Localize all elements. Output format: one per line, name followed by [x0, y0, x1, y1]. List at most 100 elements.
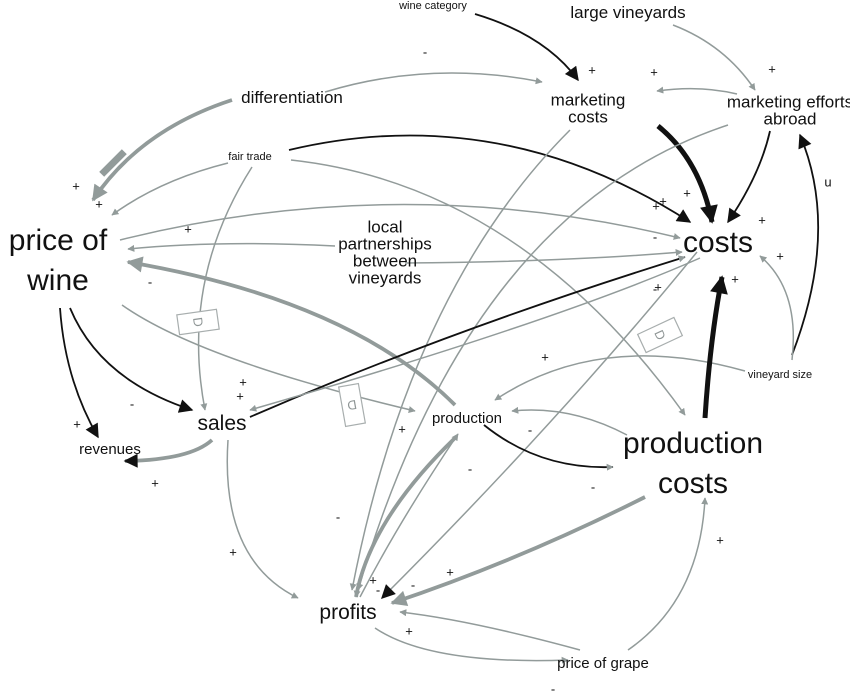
delay-box: [636, 316, 684, 354]
link-production-costs-to-costs: [390, 495, 646, 606]
delay-box: [176, 308, 220, 336]
node-profits: profits: [319, 601, 376, 624]
link-marketing-efforts-abroad-to-profits: [356, 124, 729, 591]
polarity-layer: +++-+++-++-+-u++++---+++++++--++---++: [72, 44, 831, 696]
polarity-label: +: [768, 61, 776, 76]
polarity-label: -: [336, 509, 340, 524]
delay-symbol: D: [346, 397, 358, 413]
polarity-label: +: [716, 532, 724, 547]
node-label-line: profits: [319, 601, 376, 624]
node-label-line: local: [368, 218, 403, 237]
link-local-partnerships-to-price-of-wine: [127, 242, 336, 252]
node-label-line: vineyard size: [748, 369, 812, 381]
polarity-label: -: [653, 229, 657, 244]
polarity-label: +: [229, 544, 237, 559]
node-label-line: sales: [197, 412, 246, 435]
link-profits-to-production: [374, 627, 569, 664]
delay-marker: D: [636, 316, 684, 354]
polarity-label: +: [405, 623, 413, 638]
links-layer: [59, 13, 820, 664]
node-label-line: vineyards: [349, 269, 422, 288]
link-vineyard-size-to-marketing-efforts-abroad: [791, 133, 820, 356]
link-sales-to-costs: [226, 439, 299, 599]
delay-marker: D: [176, 308, 220, 336]
node-label-line: costs: [568, 108, 608, 127]
node-label-line: price of grape: [557, 655, 649, 672]
polarity-label: +: [541, 349, 549, 364]
link-production-costs-to-production: [702, 275, 728, 419]
node-differentiation: differentiation: [241, 88, 343, 107]
link-production-costs-to-profits: [353, 436, 457, 598]
link-marketing-efforts-abroad-to-costs: [727, 130, 771, 224]
polarity-label: +: [369, 572, 377, 587]
node-wine-category: wine category: [398, 0, 467, 12]
node-label-line: revenues: [79, 441, 141, 458]
polarity-label: +: [776, 248, 784, 263]
delay-bar-mark: [99, 149, 127, 177]
delay-marks-layer: D D D: [99, 149, 684, 428]
link-differentiation-to-price-of-wine: [91, 98, 233, 202]
link-price-of-wine-to-production: [121, 304, 416, 413]
link-costs-to-profits: [483, 424, 614, 471]
link-fair-trade-to-sales: [197, 166, 253, 411]
delay-box: [337, 382, 367, 428]
polarity-label: +: [659, 193, 667, 208]
polarity-label: -: [468, 461, 472, 476]
node-label-line: fair trade: [228, 151, 271, 163]
node-production: production: [432, 410, 502, 427]
node-revenues: revenues: [79, 441, 141, 458]
node-label-line: abroad: [764, 110, 817, 129]
node-costs: costs: [683, 226, 753, 259]
node-label-line: partnerships: [338, 235, 432, 254]
node-label-line: production: [623, 427, 763, 460]
polarity-label: +: [95, 196, 103, 211]
node-label-line: wine category: [398, 0, 467, 12]
polarity-label: +: [731, 271, 739, 286]
node-label-line: wine: [26, 264, 89, 297]
link-production-to-price-of-wine: [126, 256, 457, 407]
polarity-label: +: [73, 416, 81, 431]
node-large-vineyards: large vineyards: [570, 3, 685, 22]
link-price-of-wine-to-costs: [119, 203, 681, 241]
link-local-partnerships-to-costs: [404, 249, 683, 264]
node-label-line: costs: [683, 226, 753, 259]
node-label-line: between: [353, 252, 417, 271]
node-label-line: large vineyards: [570, 3, 685, 22]
delay-marker: D: [337, 382, 367, 428]
polarity-label: +: [588, 62, 596, 77]
polarity-label: -: [528, 422, 532, 437]
link-profits-to-price-of-grape: [627, 497, 709, 651]
polarity-label: -: [591, 479, 595, 494]
link-wine-category-to-marketing-costs: [474, 13, 579, 82]
node-label-line: marketing: [551, 91, 626, 110]
polarity-label: +: [151, 475, 159, 490]
link-marketing-costs-to-costs: [656, 124, 718, 224]
polarity-label: -: [148, 274, 152, 289]
node-label-line: costs: [658, 467, 728, 500]
link-production-to-profits: [359, 433, 459, 598]
link-sales-to-profits: [249, 257, 701, 412]
node-label-line: price of: [9, 224, 108, 257]
link-large-vineyards-to-marketing-efforts-abroad: [672, 24, 756, 91]
polarity-label: +: [446, 564, 454, 579]
link-fair-trade-to-costs: [288, 134, 692, 223]
polarity-label: -: [423, 44, 427, 59]
polarity-label: +: [650, 64, 658, 79]
polarity-label: +: [683, 185, 691, 200]
polarity-label: +: [236, 388, 244, 403]
polarity-label: +: [239, 374, 247, 389]
nodes-layer: wine category large vineyards differentiat…: [9, 0, 850, 672]
polarity-label: +: [72, 178, 80, 193]
link-sales-to-revenues: [249, 255, 686, 418]
node-label-line: marketing efforts: [727, 93, 850, 112]
polarity-label: +: [398, 421, 406, 436]
link-marketing-efforts-abroad-to-marketing-costs: [656, 86, 738, 95]
link-production-to-production-costs: [511, 406, 628, 436]
polarity-label: +: [654, 279, 662, 294]
node-sales: sales: [197, 412, 246, 435]
node-production-costs: production costs: [623, 427, 763, 500]
